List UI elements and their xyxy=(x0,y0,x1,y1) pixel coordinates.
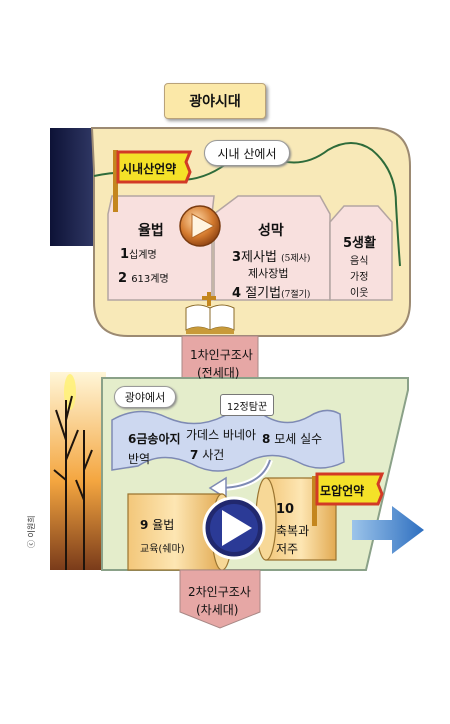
scroll-left-sub: 교육(쉐마) xyxy=(140,544,185,555)
wave-item-b-line2: 7 사건 xyxy=(190,448,225,462)
wilderness-location-label: 광야에서 xyxy=(124,391,166,404)
life-line-family: 가정 xyxy=(350,272,369,283)
scroll-right-line2: 저주 xyxy=(276,542,299,556)
sinai-covenant-flag xyxy=(113,150,193,212)
wave-item-b-line1: 가데스 바네아 xyxy=(186,428,257,442)
moab-covenant-label: 모압언약 xyxy=(320,484,365,498)
tabernacle-title: 성막 xyxy=(258,223,284,239)
sunset-photo xyxy=(50,372,106,570)
photo-credit: ⓒ 이원희 xyxy=(27,515,36,548)
census1-line1: 1차인구조사 xyxy=(190,348,253,362)
law-title: 율법 xyxy=(138,223,164,239)
scroll-left-title: 9 율법 xyxy=(140,518,175,532)
spies-label: 12정탐꾼 xyxy=(226,401,268,413)
life-line-food: 음식 xyxy=(350,256,369,267)
tabernacle-sub: 제사장법 xyxy=(248,267,289,280)
life-title: 5생활 xyxy=(343,236,376,251)
law-item1: 1십계명 xyxy=(120,247,157,262)
sinai-location-pill: 시내 산에서 xyxy=(204,140,290,166)
sinai-covenant-label: 시내산언약 xyxy=(121,162,177,176)
tabernacle-item4: 4 절기법(7절기) xyxy=(232,286,311,301)
census2-arrow xyxy=(179,569,261,629)
life-box xyxy=(329,205,393,301)
page-title: 광야시대 xyxy=(164,83,266,119)
wave-item-a-line2: 반역 xyxy=(128,452,151,466)
census1-line2: (전세대) xyxy=(197,366,240,380)
wave-item-a-line1: 6금송아지 xyxy=(128,432,181,446)
tree-silhouette xyxy=(53,395,93,570)
wave-banner xyxy=(111,408,345,472)
life-line-neighbor: 이웃 xyxy=(350,288,369,299)
census2-line2: (차세대) xyxy=(196,603,239,617)
law-item2: 2 613계명 xyxy=(118,271,169,286)
wilderness-location-pill: 광야에서 xyxy=(114,386,176,408)
scroll-right-line1: 축복과 xyxy=(276,524,310,538)
bible-icon xyxy=(185,292,235,334)
sinai-location-label: 시내 산에서 xyxy=(217,146,277,161)
spies-label-box: 12정탐꾼 xyxy=(220,394,274,416)
moab-covenant-flag xyxy=(312,472,385,526)
census2-line1: 2차인구조사 xyxy=(188,585,251,599)
next-arrow xyxy=(352,506,424,554)
scroll-right-num: 10 xyxy=(276,502,295,517)
wave-item-c: 8 모세 실수 xyxy=(262,432,323,446)
tabernacle-item3: 3제사법 (5제사) xyxy=(232,250,311,265)
